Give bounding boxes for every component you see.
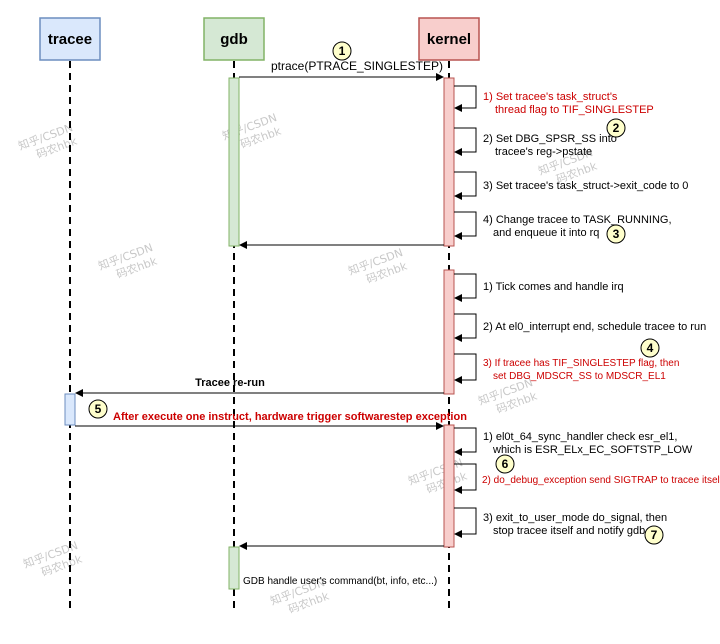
step-label: thread flag to TIF_SINGLESTEP — [495, 104, 654, 116]
step-label: 2) Set DBG_SPSR_SS into — [483, 133, 617, 145]
step-marker: 2 — [606, 118, 626, 138]
kernel-activation — [443, 77, 455, 247]
ptrace-label: ptrace(PTRACE_SINGLESTEP) — [271, 59, 443, 73]
step-marker: 4 — [640, 338, 660, 358]
step-label: 3) If tracee has TIF_SINGLESTEP flag, th… — [483, 358, 679, 369]
gdb-activation — [228, 77, 240, 247]
self-loop-arrow — [454, 353, 477, 384]
gdb-handle-label: GDB handle user's command(bt, info, etc.… — [243, 576, 437, 587]
step-label: 3) Set tracee's task_struct->exit_code t… — [483, 180, 688, 192]
gdb-label: gdb — [220, 31, 248, 48]
step-marker-number: 5 — [95, 402, 102, 416]
step-label: 3) exit_to_user_mode do_signal, then — [483, 512, 667, 524]
self-loop-arrow — [454, 507, 477, 538]
step-marker: 5 — [88, 399, 108, 419]
gdb-activation — [228, 546, 240, 590]
step-marker-number: 6 — [502, 457, 509, 471]
self-loop-arrow — [454, 171, 477, 200]
kernel-participant: kernel — [418, 17, 480, 61]
tracee-participant: tracee — [39, 17, 101, 61]
self-loop-arrow — [454, 313, 477, 342]
step-label: tracee's reg->pstate — [495, 146, 592, 158]
step-marker-number: 4 — [647, 341, 654, 355]
step-label: which is ESR_ELx_EC_SOFTSTP_LOW — [492, 444, 693, 456]
exception-label: After execute one instruct, hardware tri… — [113, 411, 467, 423]
step-label: 2) At el0_interrupt end, schedule tracee… — [483, 321, 706, 333]
step-marker: 6 — [495, 454, 515, 474]
self-loops — [454, 85, 477, 538]
step-marker-number: 3 — [613, 227, 620, 241]
step-marker-number: 2 — [613, 121, 620, 135]
self-loop-arrow — [454, 463, 477, 494]
kernel-activation — [443, 424, 455, 548]
step-label: 4) Change tracee to TASK_RUNNING, — [483, 214, 672, 226]
tracee-label: tracee — [48, 31, 92, 48]
self-loop-arrow — [454, 85, 477, 112]
kernel-label: kernel — [427, 31, 471, 48]
self-loop-arrow — [454, 427, 477, 456]
step-marker: 7 — [644, 525, 664, 545]
step-label: 2) do_debug_exception send SIGTRAP to tr… — [482, 475, 720, 486]
kernel-activation — [443, 269, 455, 395]
step-label: stop tracee itself and notify gdb — [493, 525, 645, 537]
step-marker: 1 — [332, 41, 352, 61]
step-marker: 3 — [606, 224, 626, 244]
self-loop-arrow — [454, 211, 477, 240]
tracee-activation — [64, 393, 76, 426]
self-loop-arrow — [454, 127, 477, 156]
step-marker-number: 7 — [651, 528, 658, 542]
step-label: 1) el0t_64_sync_handler check esr_el1, — [483, 431, 677, 443]
tracee-rerun-label: Tracee re-run — [195, 377, 265, 389]
step-label: 1) Set tracee's task_struct's — [483, 91, 618, 103]
self-loop-arrow — [454, 273, 477, 302]
step-label: set DBG_MDSCR_SS to MDSCR_EL1 — [493, 371, 666, 382]
gdb-participant: gdb — [203, 17, 265, 61]
step-label: and enqueue it into rq — [493, 227, 599, 239]
step-label: 1) Tick comes and handle irq — [483, 281, 624, 293]
step-marker-number: 1 — [339, 44, 346, 58]
